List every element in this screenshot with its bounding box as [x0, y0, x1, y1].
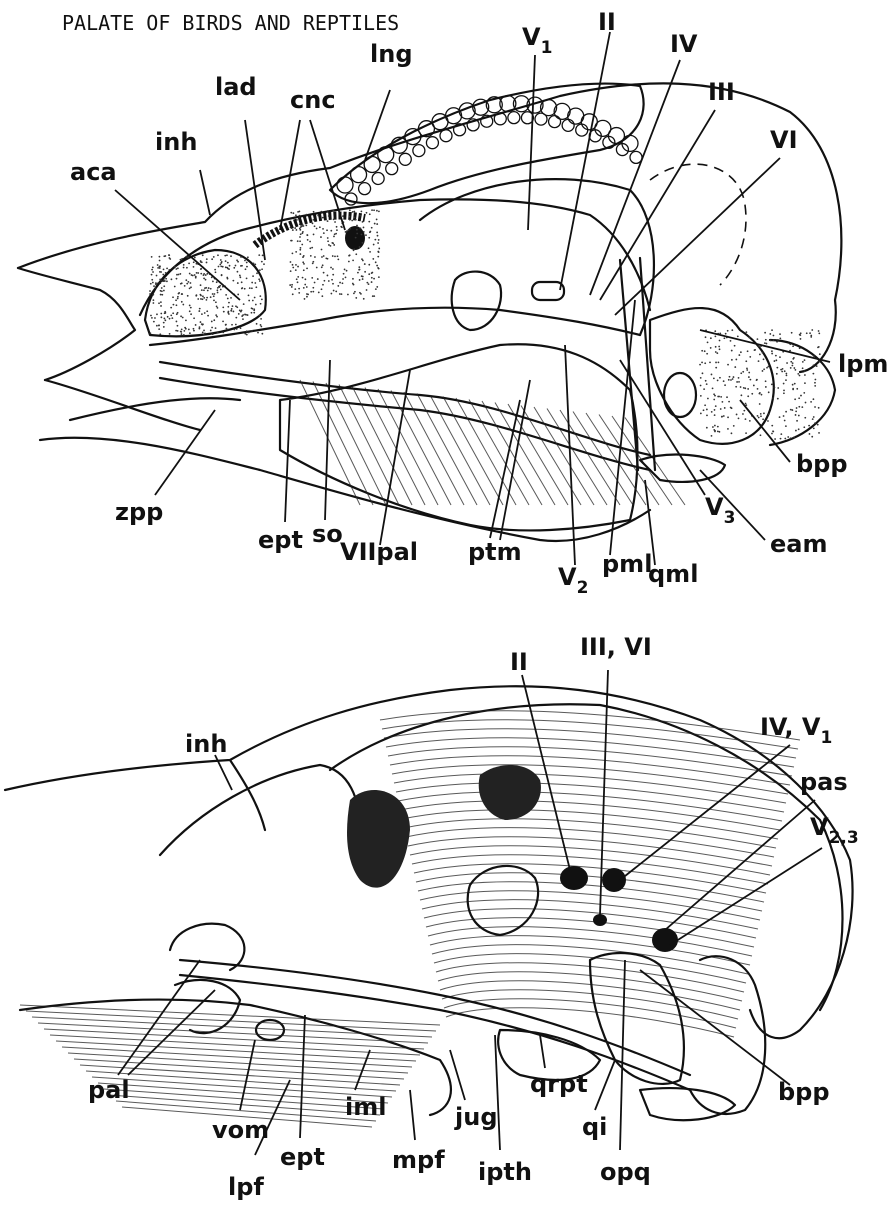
label-lad: lad	[215, 73, 257, 101]
label-V2: V2	[558, 563, 588, 598]
label-mpf: mpf	[392, 1146, 445, 1174]
label-eam: eam	[770, 530, 827, 558]
label-II-bottom: II	[510, 648, 528, 676]
label-qml: qml	[648, 560, 698, 588]
label-pas: pas	[800, 768, 848, 796]
label-qrpt: qrpt	[530, 1070, 588, 1098]
label-lng: lng	[370, 40, 413, 68]
label-bpp-bottom: bpp	[778, 1078, 830, 1106]
label-pml: pml	[602, 550, 652, 578]
bottom-skull-drawing	[5, 686, 853, 1127]
label-V1: V1	[522, 23, 552, 58]
label-inh-bottom: inh	[185, 730, 227, 758]
label-IV-top: IV	[670, 30, 698, 58]
label-ept-top: ept	[258, 526, 303, 554]
top-skull-drawing	[18, 83, 841, 541]
label-lpf: lpf	[228, 1173, 264, 1201]
label-aca: aca	[70, 158, 117, 186]
label-opq: opq	[600, 1158, 651, 1186]
label-ept-bottom: ept	[280, 1143, 325, 1171]
label-VIIpal: VIIpal	[340, 538, 418, 566]
label-iml: iml	[345, 1093, 386, 1121]
figure-title: PALATE OF BIRDS AND REPTILES	[62, 11, 399, 35]
label-ipth: ipth	[478, 1158, 532, 1186]
label-IV-V1: IV, V1	[760, 713, 832, 748]
label-qi: qi	[582, 1113, 607, 1141]
label-lpm: lpm	[838, 350, 888, 378]
label-pal: pal	[88, 1076, 130, 1104]
label-jug: jug	[454, 1103, 498, 1131]
label-so: so	[312, 520, 343, 548]
label-cnc: cnc	[290, 86, 336, 114]
top-leader-lines	[115, 32, 830, 565]
label-II-top: II	[598, 8, 616, 36]
label-III-VI: III, VI	[580, 633, 652, 661]
label-VI-top: VI	[770, 126, 798, 154]
label-III-top: III	[708, 78, 735, 106]
label-vom: vom	[212, 1116, 269, 1144]
label-bpp-top: bpp	[796, 450, 848, 478]
top-labels: V1 II IV III VI lng lad cnc inh aca lpm …	[70, 8, 888, 598]
label-ptm: ptm	[468, 538, 522, 566]
label-V23: V2,3	[810, 813, 859, 848]
label-V3: V3	[705, 493, 735, 528]
label-zpp: zpp	[115, 498, 163, 526]
label-inh-top: inh	[155, 128, 197, 156]
